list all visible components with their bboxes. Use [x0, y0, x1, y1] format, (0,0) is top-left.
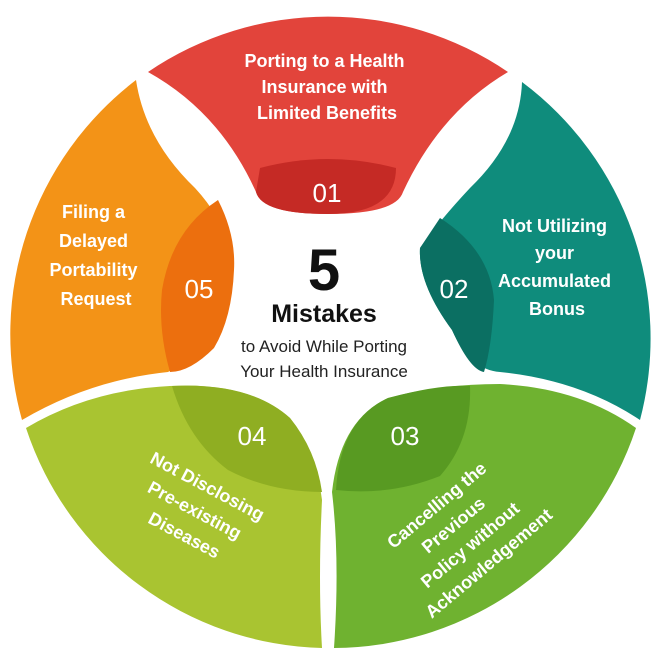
segment-02: Not Utilizing your Accumulated Bonus 02 — [419, 82, 651, 420]
segment-01-inner-band — [256, 159, 396, 214]
center-subtitle-line-2: Your Health Insurance — [240, 362, 408, 381]
segment-03: Cancelling the Previous Policy without A… — [332, 384, 636, 648]
center-number: 5 — [308, 238, 340, 303]
segment-02-label-line-1: Not Utilizing — [502, 216, 607, 236]
segment-05-label-line-1: Filing a — [62, 202, 126, 222]
center-heading: Mistakes — [271, 300, 377, 328]
segment-03-number: 03 — [391, 421, 420, 451]
segment-02-number: 02 — [440, 274, 469, 304]
segment-01-label-line-2: Insurance with — [261, 77, 387, 97]
segment-01-number: 01 — [313, 178, 342, 208]
segment-04-inner-band — [172, 385, 322, 492]
segment-03-inner-band — [336, 385, 471, 492]
segment-05-inner-band — [161, 200, 235, 372]
segment-02-label-line-2: your — [535, 243, 574, 263]
segment-01-label-line-3: Limited Benefits — [257, 103, 397, 123]
segment-01-label-line-1: Porting to a Health — [244, 51, 404, 71]
segment-05-number: 05 — [185, 274, 214, 304]
svg-text:Not Utilizing your: Not Utilizing your Accumulated Bonus — [498, 216, 616, 319]
svg-text:Filing a Delayed P: Filing a Delayed Portability Request — [49, 202, 142, 309]
svg-text:Porting to a Health Insu: Porting to a Health Insurance with Limit… — [244, 51, 409, 123]
segment-02-label-line-4: Bonus — [529, 299, 585, 319]
center-subtitle-line-1: to Avoid While Porting — [241, 337, 407, 356]
segment-05-label-line-3: Portability — [49, 260, 137, 280]
segment-02-inner-band — [419, 218, 494, 372]
segment-04: Not Disclosing Pre-existing Diseases 04 — [26, 385, 322, 648]
segment-05-label-line-2: Delayed — [59, 231, 128, 251]
segment-05-label-line-4: Request — [60, 289, 131, 309]
segment-01-shape — [148, 16, 508, 215]
segment-01: Porting to a Health Insurance with Limit… — [148, 16, 508, 215]
segment-02-label-line-3: Accumulated — [498, 271, 611, 291]
segment-05: Filing a Delayed Portability Request 05 — [10, 80, 235, 420]
segment-04-number: 04 — [238, 421, 267, 451]
center-title: 5 Mistakes to Avoid While Porting Your H… — [240, 238, 408, 381]
